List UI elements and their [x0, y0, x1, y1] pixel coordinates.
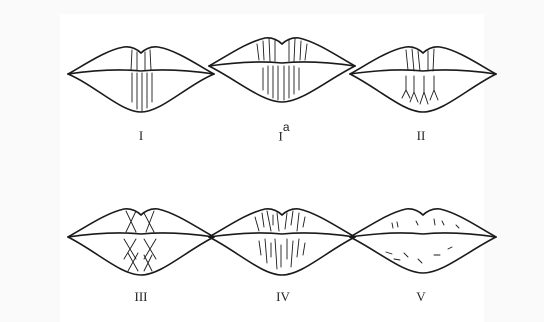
label-type-3: III — [135, 289, 148, 305]
lip-print-type-3 — [66, 197, 216, 277]
watermark-band-left — [0, 0, 60, 322]
lip-print-type-2 — [348, 36, 498, 116]
label-type-1a-superscript: a — [283, 120, 290, 134]
label-type-4: IV — [276, 289, 290, 305]
label-type-5: V — [416, 289, 425, 305]
label-type-1: I — [139, 128, 143, 144]
lip-print-type-1a — [207, 26, 357, 106]
lip-print-type-1 — [66, 36, 216, 116]
label-type-1a: Ia — [278, 124, 289, 144]
label-type-2: II — [417, 128, 426, 144]
lip-print-type-5 — [348, 197, 498, 277]
watermark-band-top — [60, 0, 484, 14]
lip-print-type-4 — [207, 197, 357, 277]
